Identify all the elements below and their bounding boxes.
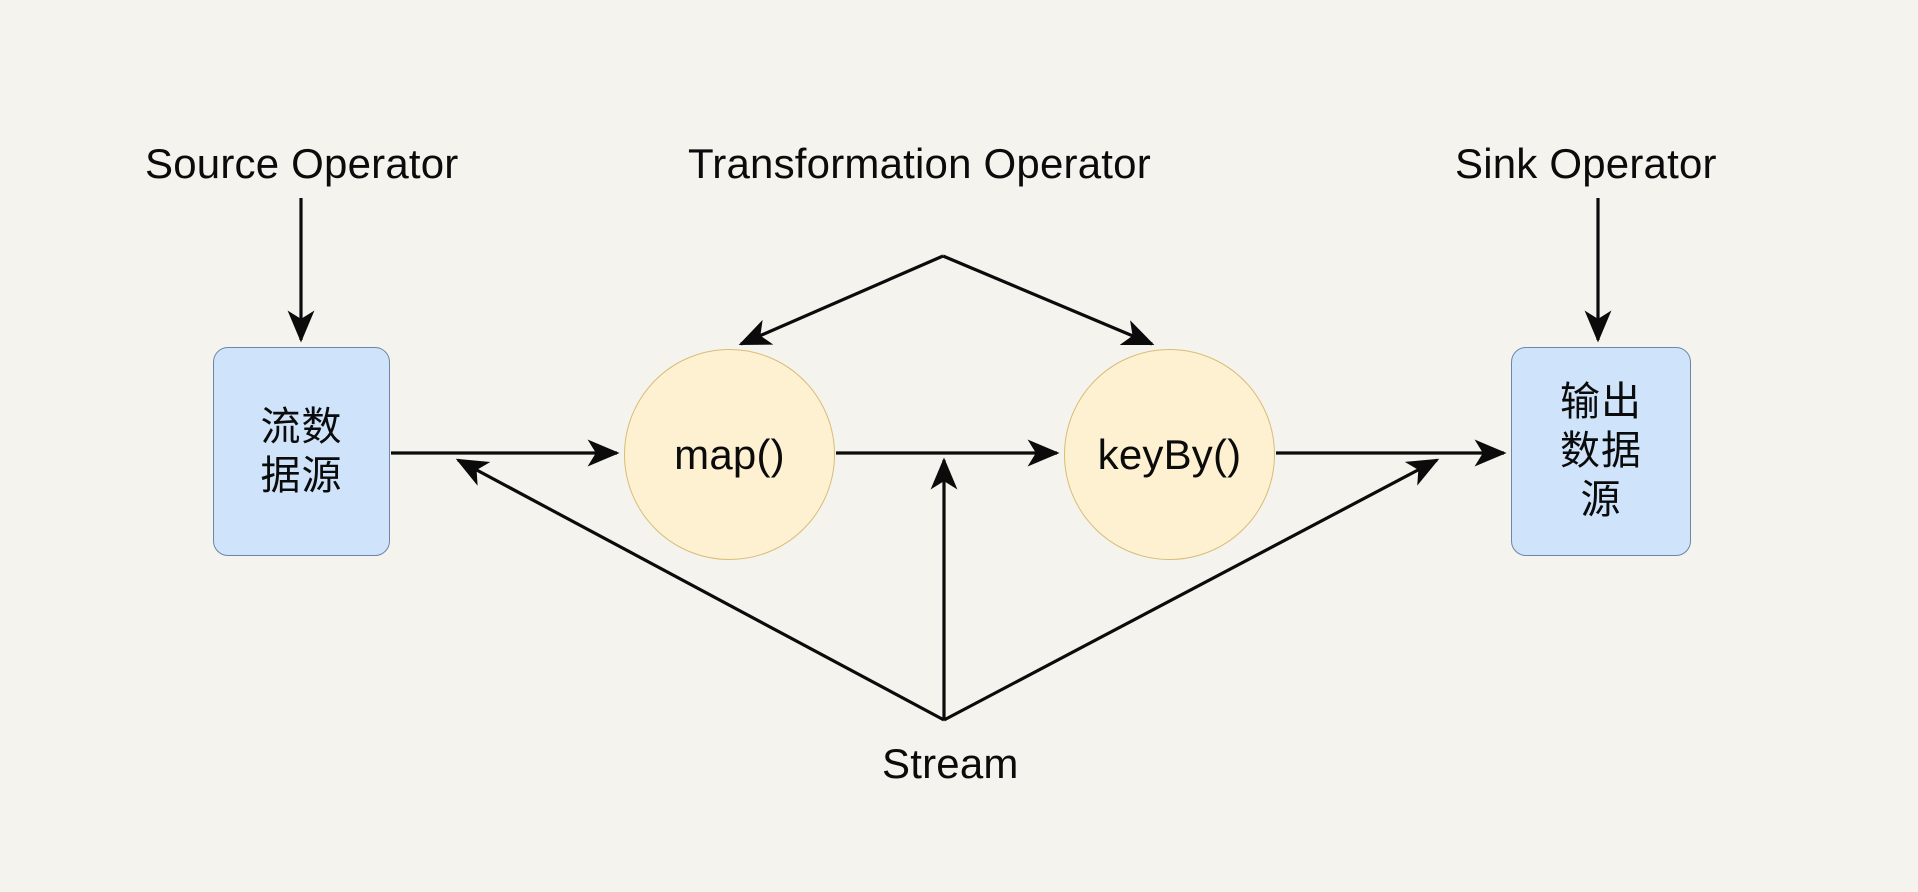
edge-transformation-caption-to-map <box>738 254 944 346</box>
node-sink-output-data[interactable]: 输出数据源 <box>1511 347 1691 556</box>
node-map-operator[interactable]: map() <box>624 349 835 560</box>
node-map-label: map() <box>674 430 785 478</box>
label-source-operator: Source Operator <box>145 140 459 187</box>
label-stream: Stream <box>882 740 1019 787</box>
node-sink-label: 输出数据源 <box>1560 380 1642 522</box>
node-keyby-label: keyBy() <box>1097 430 1242 478</box>
label-sink-operator: Sink Operator <box>1455 140 1717 187</box>
edge-stream-to-sink-edge <box>943 458 1440 722</box>
edge-stream-to-source-edge <box>455 458 945 722</box>
node-source-label: 流数据源 <box>260 404 343 498</box>
edge-transformation-caption-to-keyby <box>942 254 1155 346</box>
node-source-data-stream[interactable]: 流数据源 <box>213 347 390 556</box>
node-keyby-operator[interactable]: keyBy() <box>1064 349 1275 560</box>
label-transformation-operator: Transformation Operator <box>688 140 1151 187</box>
